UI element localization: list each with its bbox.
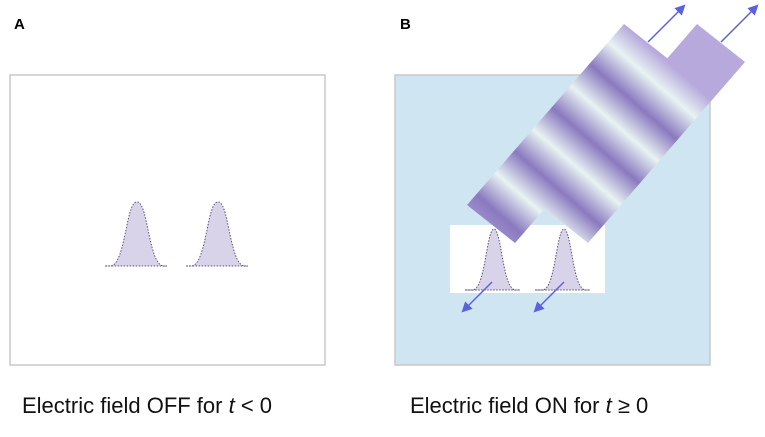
caption-a-variable: t: [228, 393, 235, 418]
arrow-down-left-2: [533, 281, 565, 313]
arrow-down-left-1: [461, 281, 493, 313]
caption-a-suffix: < 0: [234, 393, 273, 418]
panel-a-peak-left: [105, 201, 167, 267]
panel-a-frame: [9, 74, 326, 366]
caption-b-variable: t: [605, 393, 612, 418]
caption-a-prefix: Electric field OFF for: [22, 393, 229, 418]
caption-b-prefix: Electric field ON for: [410, 393, 606, 418]
caption-b-suffix: ≥ 0: [611, 393, 649, 418]
panel-label-a: A: [14, 16, 25, 33]
caption-panel-a: Electric field OFF for t < 0: [22, 393, 272, 419]
arrow-up-right-2: [720, 4, 759, 43]
emission-beam-2: [540, 24, 745, 243]
panel-b-peak-window: [450, 225, 605, 293]
emission-beam-1: [467, 24, 672, 243]
panel-a-peak-right: [186, 201, 248, 267]
panel-label-b: B: [400, 16, 411, 33]
arrow-up-right-1: [647, 4, 686, 43]
caption-panel-b: Electric field ON for t ≥ 0: [410, 393, 648, 419]
panel-b-peak-right: [535, 228, 590, 291]
panel-b-peak-left: [465, 228, 520, 291]
